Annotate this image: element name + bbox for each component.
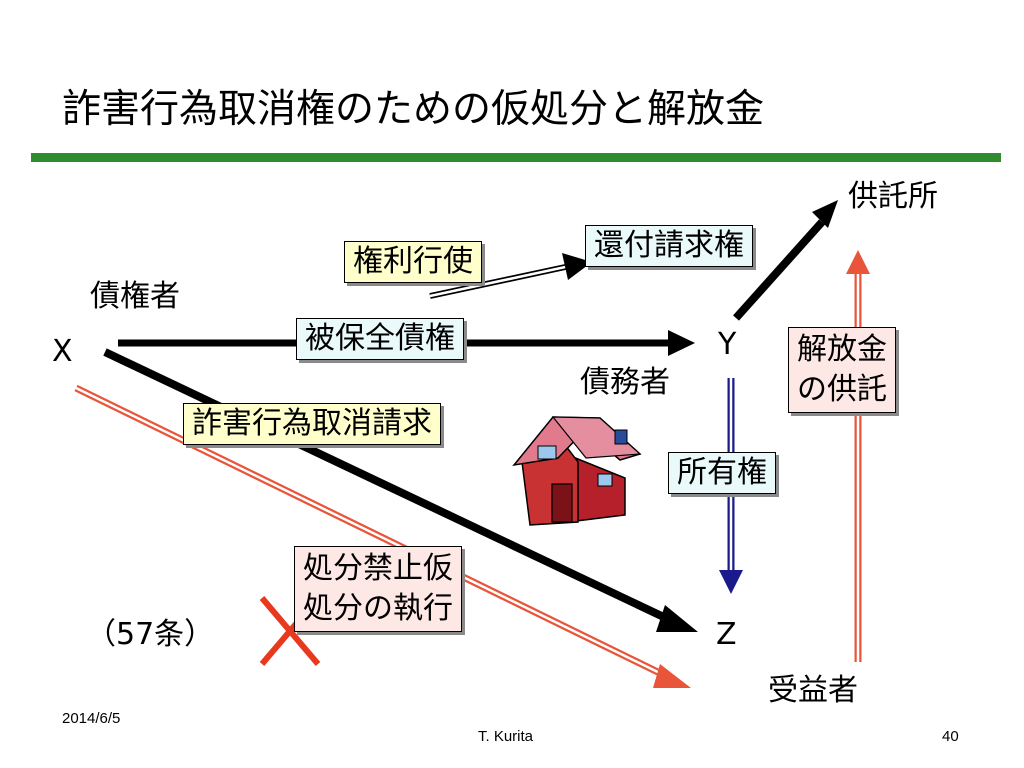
article-label: （57条） — [86, 617, 215, 652]
fraud-claim-arrow — [103, 348, 672, 624]
creditor-label: 債権者 — [90, 279, 180, 314]
fraud-claim-arrowhead — [656, 605, 698, 632]
slide-title: 詐害行為取消権のための仮処分と解放金 — [62, 87, 765, 132]
deposit-arrow — [733, 219, 825, 321]
depository-label: 供託所 — [848, 179, 938, 214]
z-label: Z — [716, 617, 737, 652]
release-deposit-box: 解放金 の供託 — [788, 327, 896, 413]
house-icon — [512, 416, 642, 526]
y-label: Y — [718, 327, 737, 362]
release-deposit-arrow — [846, 250, 870, 662]
footer-date: 2014/6/5 — [62, 710, 121, 727]
release-deposit-line-1: 解放金 — [797, 332, 887, 367]
injunction-line-1: 処分禁止仮 — [303, 551, 453, 586]
beneficiary-label: 受益者 — [768, 673, 858, 708]
x-label: X — [52, 334, 73, 369]
exercise-box: 権利行使 — [344, 241, 482, 283]
injunction-line-2: 処分の執行 — [303, 591, 453, 626]
preserved-claim-arrowhead — [668, 330, 695, 356]
footer-page-number: 40 — [942, 728, 959, 745]
release-deposit-line-2: の供託 — [797, 372, 887, 407]
injunction-box: 処分禁止仮 処分の執行 — [294, 546, 462, 632]
injunction-arrow — [74, 384, 691, 688]
fraud-claim-box: 詐害行為取消請求 — [183, 403, 441, 445]
deposit-arrowhead — [812, 200, 838, 228]
title-underline — [31, 153, 1001, 162]
debtor-label: 債務者 — [580, 365, 670, 400]
refund-claim-box: 還付請求権 — [585, 225, 753, 267]
preserved-claim-box: 被保全債権 — [296, 318, 464, 360]
ownership-box: 所有権 — [668, 452, 776, 494]
exercise-arrow — [429, 253, 592, 299]
footer-author: T. Kurita — [478, 728, 534, 745]
